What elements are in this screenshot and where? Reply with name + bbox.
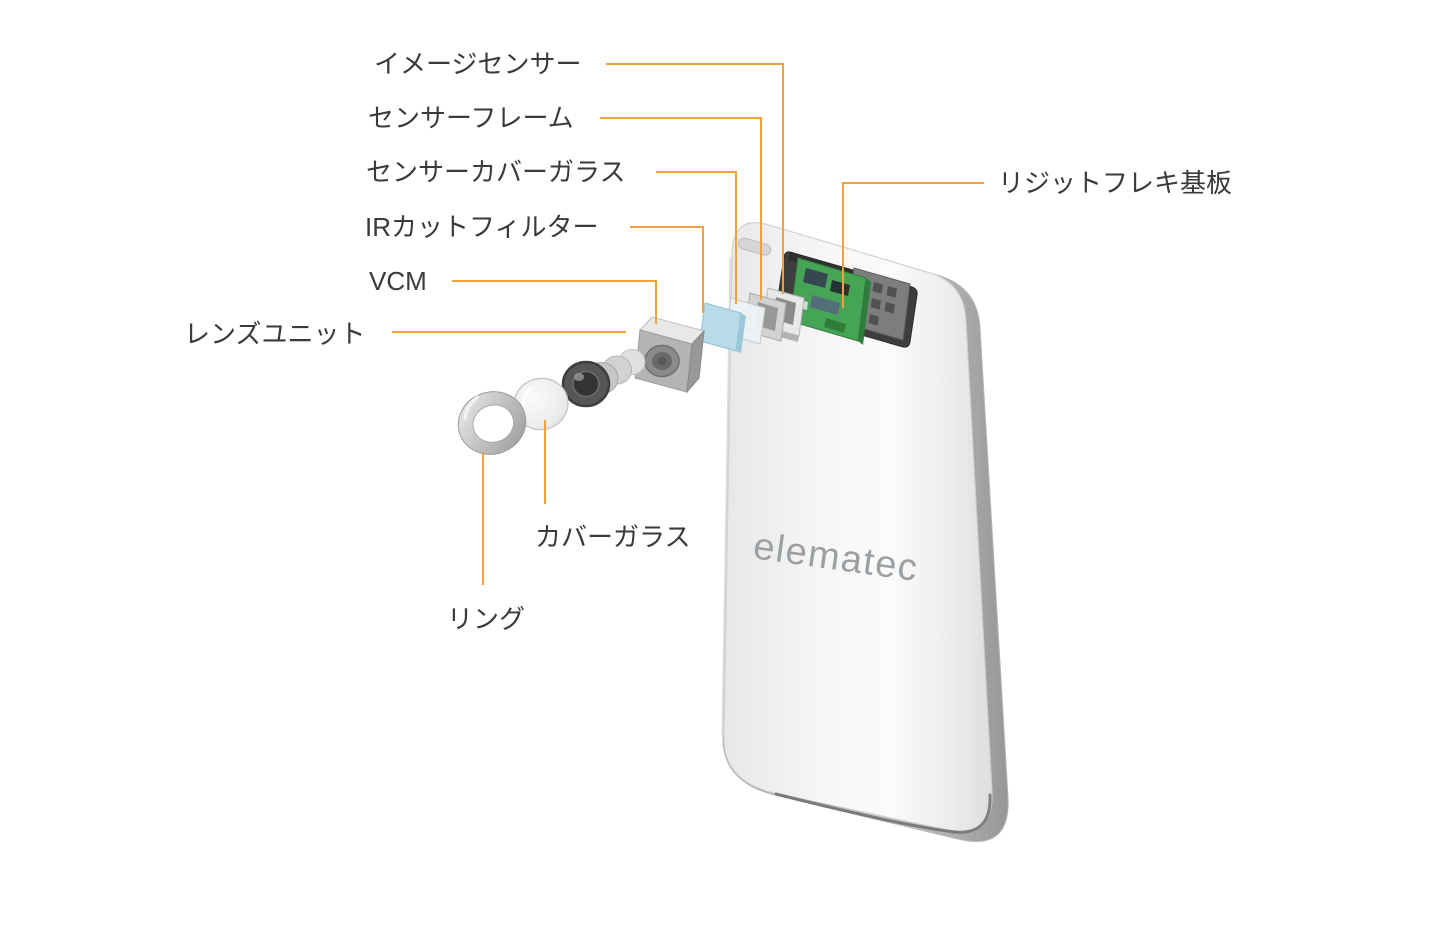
label-rigid-flex-board: リジットフレキ基板 — [998, 168, 1232, 198]
ring-part — [457, 391, 527, 455]
leader-vcm — [452, 280, 657, 324]
leader-sensor-cover-glass — [656, 171, 737, 304]
leader-rigid-flex-board — [842, 182, 984, 308]
leader-image-sensor — [606, 63, 784, 294]
ir-cut-filter — [699, 302, 746, 353]
flash-pill-slot — [738, 237, 772, 256]
label-cover-glass: カバーガラス — [535, 522, 690, 552]
label-sensor-cover-glass: センサーカバーガラス — [366, 157, 625, 187]
label-ring: リング — [447, 604, 525, 634]
label-vcm: VCM — [369, 266, 427, 296]
leader-sensor-frame — [600, 117, 762, 300]
leader-lines — [392, 63, 984, 585]
label-image-sensor: イメージセンサー — [374, 49, 581, 79]
lens-unit — [561, 349, 646, 408]
vcm-actuator — [634, 316, 705, 394]
rigid-flex-board — [789, 257, 871, 345]
label-ir-cut-filter: IRカットフィルター — [365, 212, 598, 242]
phone-bottom-seam — [774, 792, 992, 834]
labels: イメージセンサー センサーフレーム センサーカバーガラス IRカットフィルター … — [184, 49, 1232, 634]
leader-ir-cut-filter — [630, 226, 704, 313]
label-lens-unit: レンズユニット — [184, 319, 365, 349]
label-sensor-frame: センサーフレーム — [368, 103, 574, 133]
cover-glass-disc — [513, 377, 569, 431]
